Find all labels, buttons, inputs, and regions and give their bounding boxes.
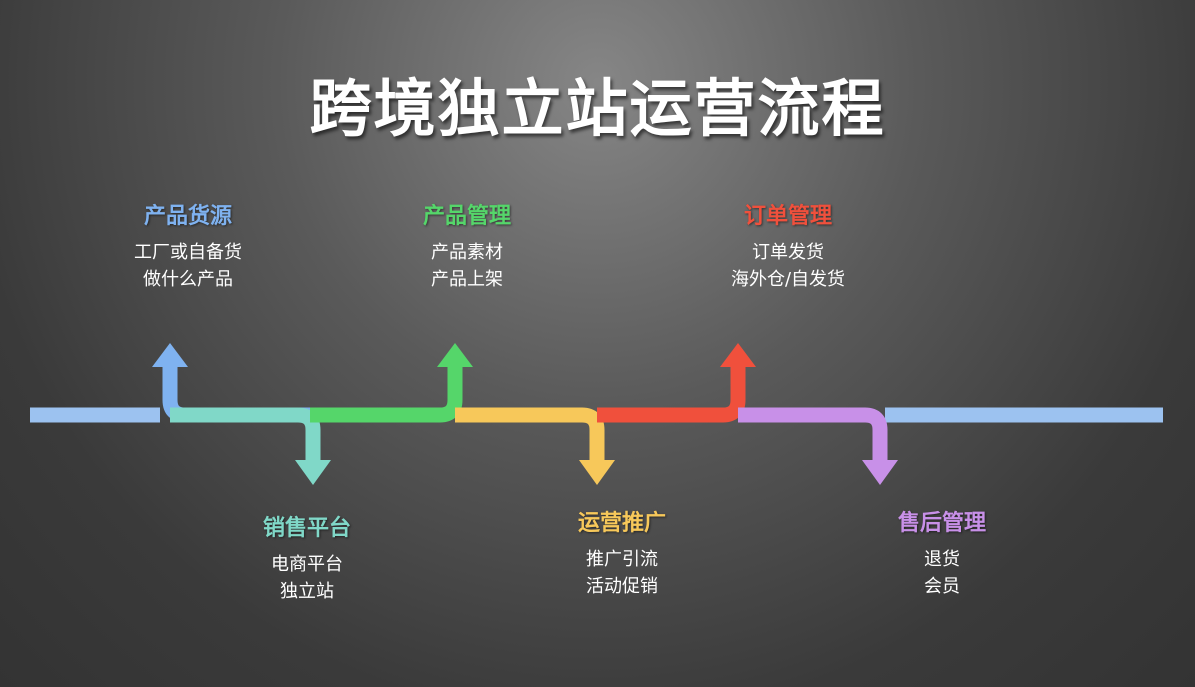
- stage-line: 做什么产品: [143, 269, 233, 290]
- stage-title: 产品货源: [143, 204, 232, 229]
- stage-line: 产品素材: [431, 242, 503, 263]
- stage-line: 工厂或自备货: [134, 242, 242, 263]
- stage-title: 订单管理: [743, 204, 832, 229]
- stage-product-source: 产品货源 工厂或自备货 做什么产品: [68, 203, 308, 293]
- flow-segment-sales-platform: [170, 407, 321, 460]
- flow-segment-after-sales: [738, 407, 888, 460]
- stage-line: 产品上架: [431, 269, 503, 290]
- down-arrow-icon: [579, 460, 615, 485]
- flow-timeline: [30, 343, 1163, 485]
- stage-line: 活动促销: [586, 576, 658, 597]
- stage-line: 电商平台: [271, 554, 343, 575]
- down-arrow-icon: [295, 460, 331, 485]
- flow-segment-order-management: [597, 367, 746, 423]
- stage-line: 退货: [924, 549, 960, 570]
- stage-sales-platform: 销售平台 电商平台 独立站: [187, 515, 427, 605]
- flow-segment-product-management: [310, 367, 463, 423]
- down-arrow-icon: [862, 460, 898, 485]
- stage-after-sales: 售后管理 退货 会员: [822, 510, 1062, 600]
- stage-line: 会员: [924, 576, 960, 597]
- up-arrow-icon: [152, 343, 188, 367]
- stage-product-management: 产品管理 产品素材 产品上架: [347, 203, 587, 293]
- stage-title: 售后管理: [897, 511, 986, 536]
- page-title: 跨境独立站运营流程: [309, 72, 886, 145]
- up-arrow-icon: [437, 343, 473, 367]
- stage-line: 推广引流: [586, 549, 658, 570]
- stage-title: 销售平台: [262, 516, 351, 541]
- up-arrow-icon: [720, 343, 756, 367]
- stage-order-management: 订单管理 订单发货 海外仓/自发货: [668, 203, 908, 293]
- flow-segment-marketing: [455, 407, 605, 460]
- stage-marketing: 运营推广 推广引流 活动促销: [502, 510, 742, 600]
- stage-title: 产品管理: [422, 204, 511, 229]
- stage-title: 运营推广: [577, 511, 666, 536]
- stage-line: 订单发货: [752, 242, 824, 263]
- stage-line: 海外仓/自发货: [730, 269, 846, 290]
- stage-line: 独立站: [280, 581, 334, 602]
